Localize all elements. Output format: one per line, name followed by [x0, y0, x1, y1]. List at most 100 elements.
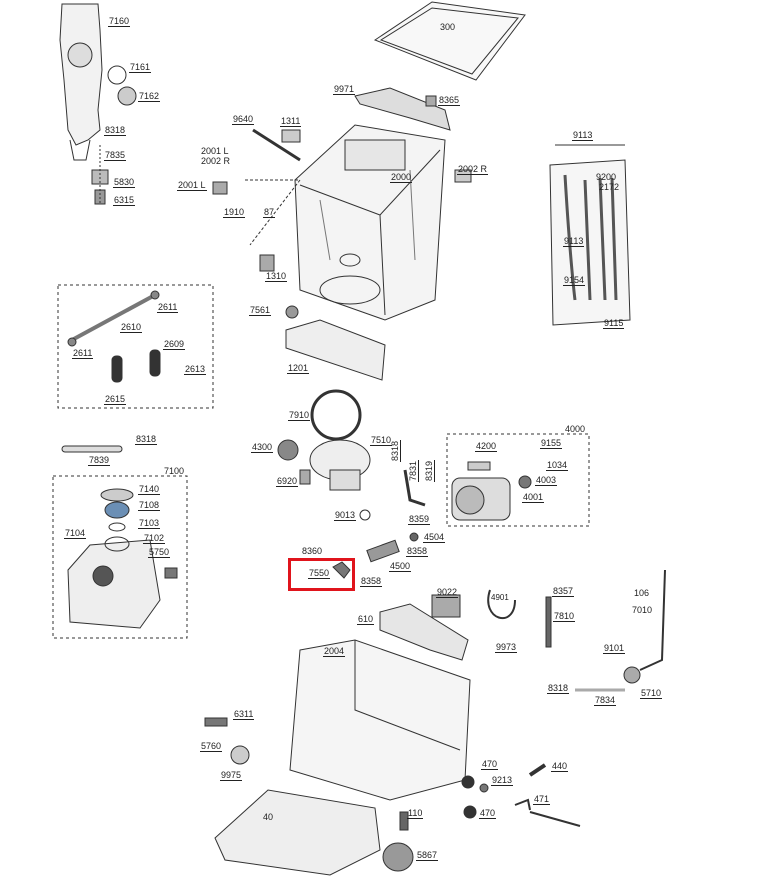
part-2001l-hinge: [212, 181, 228, 195]
label-2001l-2002r: 2001 L 2002 R: [201, 146, 231, 166]
label-6315: 6315: [113, 195, 136, 206]
label-5830: 5830: [113, 177, 136, 188]
part-4003-impeller: [518, 475, 532, 489]
label-5760: 5760: [200, 741, 223, 752]
part-7140-cap: [100, 488, 134, 502]
label-2172: 2172: [599, 182, 620, 192]
label-40: 40: [263, 812, 274, 822]
part-7103-seal: [108, 522, 126, 532]
group-7100-box: [52, 475, 188, 639]
label-7102: 7102: [143, 533, 166, 544]
label-1910: 1910: [223, 207, 246, 218]
part-9022-board: [431, 594, 461, 618]
label-7162: 7162: [138, 91, 161, 102]
label-7140: 7140: [138, 484, 161, 495]
part-7550-fitting: [332, 561, 351, 579]
part-9013-clamp: [359, 509, 371, 521]
label-4200: 4200: [475, 441, 498, 452]
part-7102-ring: [104, 536, 130, 552]
label-5750: 5750: [148, 547, 171, 558]
label-7010: 7010: [632, 605, 653, 615]
part-610-panel: [379, 603, 469, 661]
label-4003: 4003: [535, 475, 558, 486]
label-8360: 8360: [302, 546, 323, 556]
label-7108: 7108: [138, 500, 161, 511]
part-2004-base-frame: [289, 639, 471, 801]
label-4001: 4001: [522, 492, 545, 503]
label-1310: 1310: [265, 271, 288, 282]
label-4504: 4504: [423, 532, 446, 543]
part-7810-tube: [545, 596, 552, 648]
part-7831-hose: [403, 469, 426, 507]
label-9975: 9975: [220, 770, 243, 781]
label-9200: 9200: [596, 172, 617, 182]
label-9973: 9973: [495, 642, 518, 653]
part-9640-rod: [252, 128, 301, 162]
part-4504-clip: [409, 532, 419, 542]
label-9101: 9101: [603, 643, 626, 654]
label-7550: 7550: [308, 568, 331, 579]
part-9113-heater-panel: [549, 144, 631, 326]
group-4000-box: [446, 433, 590, 527]
label-1311: 1311: [280, 116, 302, 127]
label-8358-b: 8358: [360, 576, 383, 587]
label-8318-b: 8318: [390, 439, 401, 462]
label-7103: 7103: [138, 518, 161, 529]
part-7561-valve: [285, 305, 299, 319]
part-2000-tub: [294, 124, 446, 321]
label-8318-a: 8318: [104, 125, 127, 136]
label-7834: 7834: [594, 695, 617, 706]
label-5710: 5710: [640, 688, 663, 699]
label-6920: 6920: [276, 476, 299, 487]
label-2609: 2609: [163, 339, 186, 350]
part-5710-valve: [623, 666, 641, 684]
part-470-foot-a: [461, 775, 475, 789]
label-106: 106: [634, 588, 650, 598]
part-110-plug: [399, 811, 409, 831]
label-7160: 7160: [108, 16, 131, 27]
label-7910: 7910: [288, 410, 311, 421]
label-4500: 4500: [389, 561, 412, 572]
label-7810: 7810: [553, 611, 576, 622]
part-7161-ring: [107, 65, 127, 85]
part-7162-filter: [117, 86, 137, 106]
part-9213-foot: [479, 783, 489, 793]
part-7839-bar: [61, 445, 123, 453]
label-9971: 9971: [333, 84, 356, 95]
label-4300: 4300: [251, 442, 274, 453]
label-7839: 7839: [88, 455, 111, 466]
part-6920-sensor: [299, 469, 311, 485]
part-1201-base-rail: [285, 319, 386, 381]
label-8359: 8359: [408, 514, 431, 525]
label-7100: 7100: [164, 466, 185, 476]
part-2002r-hinge: [454, 169, 472, 183]
part-9971-bracket: [354, 87, 451, 131]
label-2002r: 2002 R: [457, 164, 489, 175]
part-4500-pump: [366, 539, 400, 563]
part-7510-sump: [309, 389, 371, 491]
label-2611-a: 2611: [157, 302, 179, 313]
label-8357: 8357: [552, 586, 575, 597]
part-4901-cable: [487, 589, 516, 620]
label-7161: 7161: [129, 62, 152, 73]
label-2004: 2004: [323, 646, 346, 657]
label-300: 300: [440, 22, 456, 32]
part-6311-clip: [204, 717, 228, 727]
label-1034: 1034: [546, 460, 569, 471]
label-2000: 2000: [390, 172, 413, 183]
label-470-a: 470: [481, 759, 499, 770]
part-2610-bar: [71, 293, 156, 342]
part-8365-clip: [425, 95, 437, 107]
label-8358-a: 8358: [406, 546, 429, 557]
highlight-box-7550: [288, 558, 355, 591]
label-9022: 9022: [436, 587, 459, 598]
label-4000: 4000: [565, 424, 586, 434]
label-7104: 7104: [64, 528, 87, 539]
label-1201: 1201: [287, 363, 310, 374]
label-610: 610: [357, 614, 375, 625]
part-4300-sensor: [277, 439, 299, 461]
label-9113-a: 9113: [572, 130, 594, 141]
label-2001l: 2001 L: [177, 180, 207, 191]
